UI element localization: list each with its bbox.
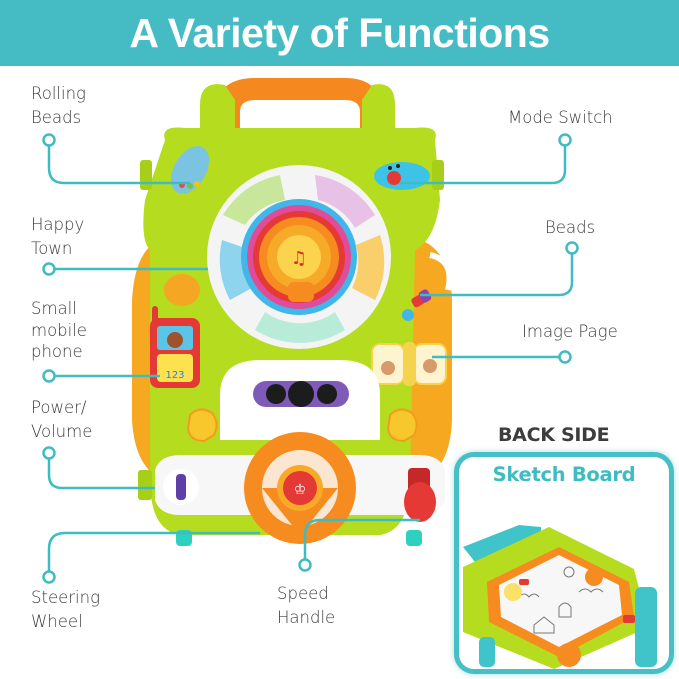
- speed-handle-dot: [298, 558, 312, 572]
- svg-text:♔: ♔: [294, 482, 307, 498]
- beads-dot: [565, 241, 579, 255]
- back-side-heading: BACK SIDE: [498, 424, 610, 446]
- carry-handle: [215, 78, 382, 150]
- sketch-board-panel: Sketch Board: [454, 452, 674, 674]
- sketch-board-title: Sketch Board: [492, 463, 636, 486]
- svg-text:♫: ♫: [291, 248, 307, 269]
- small-mobile-phone-dot: [42, 369, 56, 383]
- rolling-beads-dot: [42, 133, 56, 147]
- callout-small-mobile-phone: Small mobile phone: [31, 299, 87, 361]
- power-volume-dot: [42, 446, 56, 460]
- horn-button: [283, 471, 317, 505]
- callout-image-page: Image Page: [522, 322, 618, 341]
- svg-text:123: 123: [165, 370, 184, 381]
- left-hand-button: [186, 408, 218, 443]
- right-hand-button: [386, 408, 418, 443]
- bead-blue: [402, 309, 414, 321]
- image-page-dot: [558, 350, 572, 364]
- happy-town-dot: [42, 262, 56, 276]
- steering-wheel-dot: [42, 570, 56, 584]
- mode-switch-dot: [558, 133, 572, 147]
- page-title: A Variety of Functions: [129, 9, 550, 56]
- speed-handle-knob: [404, 482, 436, 522]
- callout-power-volume: Power/ Volume: [31, 398, 93, 441]
- callout-beads: Beads: [545, 218, 596, 237]
- header-banner: A Variety of Functions: [0, 0, 679, 66]
- callout-speed-handle: Speed Handle: [277, 584, 336, 627]
- callout-happy-town: Happy Town: [31, 215, 85, 258]
- callout-steering-wheel: Steering Wheel: [31, 588, 100, 631]
- sketch-board-illustration: [463, 525, 657, 669]
- callout-rolling-beads: Rolling Beads: [31, 84, 86, 127]
- callout-mode-switch: Mode Switch: [508, 108, 613, 127]
